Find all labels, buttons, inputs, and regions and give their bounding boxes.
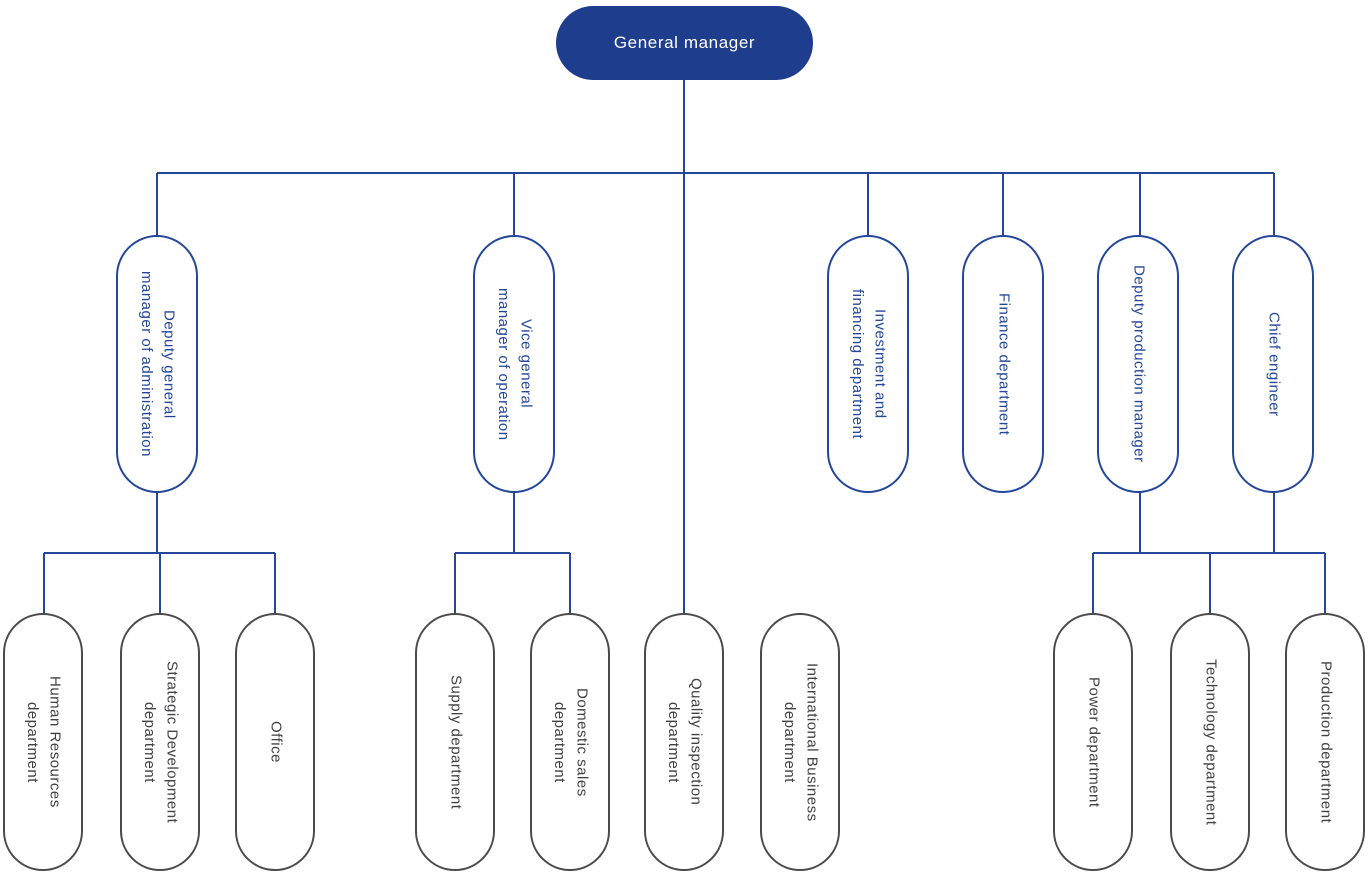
org-node-deputy-general-manager-of-administration[interactable]: Deputy general manager of administration (116, 235, 198, 493)
org-node-domestic-sales-department[interactable]: Domestic sales department (530, 613, 610, 871)
org-node-label: Chief engineer (1265, 311, 1283, 417)
org-node-finance-department[interactable]: Finance department (962, 235, 1044, 493)
org-node-investment-and-financing-department[interactable]: Investment and financing department (827, 235, 909, 493)
org-node-chief-engineer[interactable]: Chief engineer (1232, 235, 1314, 493)
org-node-label: Strategic Development department (141, 660, 181, 824)
org-node-label: Investment and financing department (849, 288, 889, 440)
org-node-label: Quality inspection department (665, 678, 705, 806)
org-node-label: Production department (1317, 660, 1335, 824)
org-node-human-resources-department[interactable]: Human Resources department (3, 613, 83, 871)
org-node-strategic-development-department[interactable]: Strategic Development department (120, 613, 200, 871)
org-node-label: Supply department (447, 674, 465, 810)
org-node-label: Technology department (1202, 658, 1220, 826)
org-node-technology-department[interactable]: Technology department (1170, 613, 1250, 871)
org-node-office[interactable]: Office (235, 613, 315, 871)
org-node-quality-inspection-department[interactable]: Quality inspection department (644, 613, 724, 871)
org-node-label: Human Resources department (24, 676, 64, 808)
org-node-label: Deputy production manager (1130, 265, 1148, 463)
org-node-label: General manager (613, 33, 756, 52)
org-node-label: Vice general manager of operation (495, 287, 535, 441)
org-node-supply-department[interactable]: Supply department (415, 613, 495, 871)
org-node-label: Finance department (995, 292, 1013, 436)
org-node-international-business-department[interactable]: International Business department (760, 613, 840, 871)
org-node-deputy-production-manager[interactable]: Deputy production manager (1097, 235, 1179, 493)
org-node-label: Domestic sales department (551, 687, 591, 797)
org-node-vice-general-manager-of-operation[interactable]: Vice general manager of operation (473, 235, 555, 493)
org-node-production-department[interactable]: Production department (1285, 613, 1365, 871)
org-node-general-manager[interactable]: General manager (556, 6, 813, 80)
org-node-power-department[interactable]: Power department (1053, 613, 1133, 871)
org-node-label: Deputy general manager of administration (138, 271, 178, 457)
org-node-label: Power department (1085, 676, 1103, 808)
org-node-label: International Business department (781, 662, 821, 822)
org-node-label: Office (267, 721, 285, 763)
